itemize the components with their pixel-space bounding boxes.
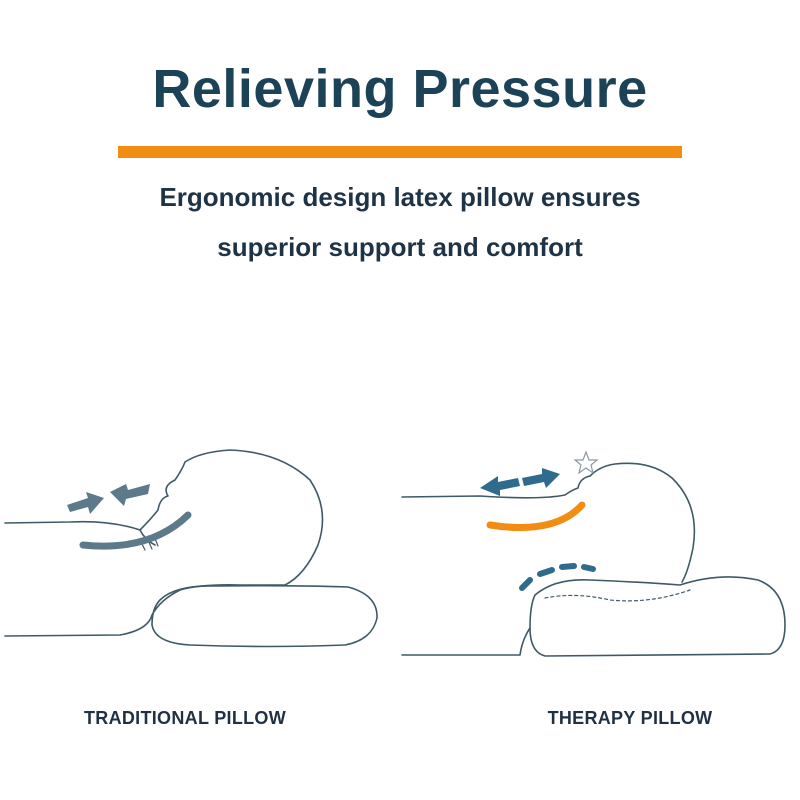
left-neck-curve — [79, 511, 192, 550]
right-neck-curve-orange — [486, 501, 586, 531]
right-pillow-outline — [529, 576, 786, 657]
left-arrows — [67, 484, 150, 514]
right-support-dashes — [519, 563, 596, 591]
double-arrow-left-icon — [480, 476, 520, 496]
orange-divider — [118, 146, 682, 158]
subtitle-line-1: Ergonomic design latex pillow ensures — [159, 182, 641, 212]
left-pillow-outline — [151, 584, 378, 648]
caption-therapy-pillow: THERAPY PILLOW — [547, 708, 713, 728]
therapy-pillow-illustration — [401, 462, 786, 657]
right-head-outline — [401, 462, 696, 583]
left-head-outline — [4, 449, 324, 637]
arrow-left-icon — [110, 484, 150, 506]
subtitle-line-2: superior support and comfort — [217, 232, 583, 262]
right-arrows — [480, 468, 560, 496]
caption-traditional-pillow: TRADITIONAL PILLOW — [83, 708, 287, 728]
arrow-right-icon — [67, 492, 104, 514]
right-pillow-dashed-line — [544, 589, 691, 602]
pillow-comparison-illustration — [4, 449, 786, 657]
star-icon — [573, 450, 599, 475]
page-title: Relieving Pressure — [152, 59, 648, 119]
right-body-line — [401, 627, 531, 656]
double-arrow-right-icon — [522, 468, 560, 488]
traditional-pillow-illustration — [4, 449, 378, 648]
